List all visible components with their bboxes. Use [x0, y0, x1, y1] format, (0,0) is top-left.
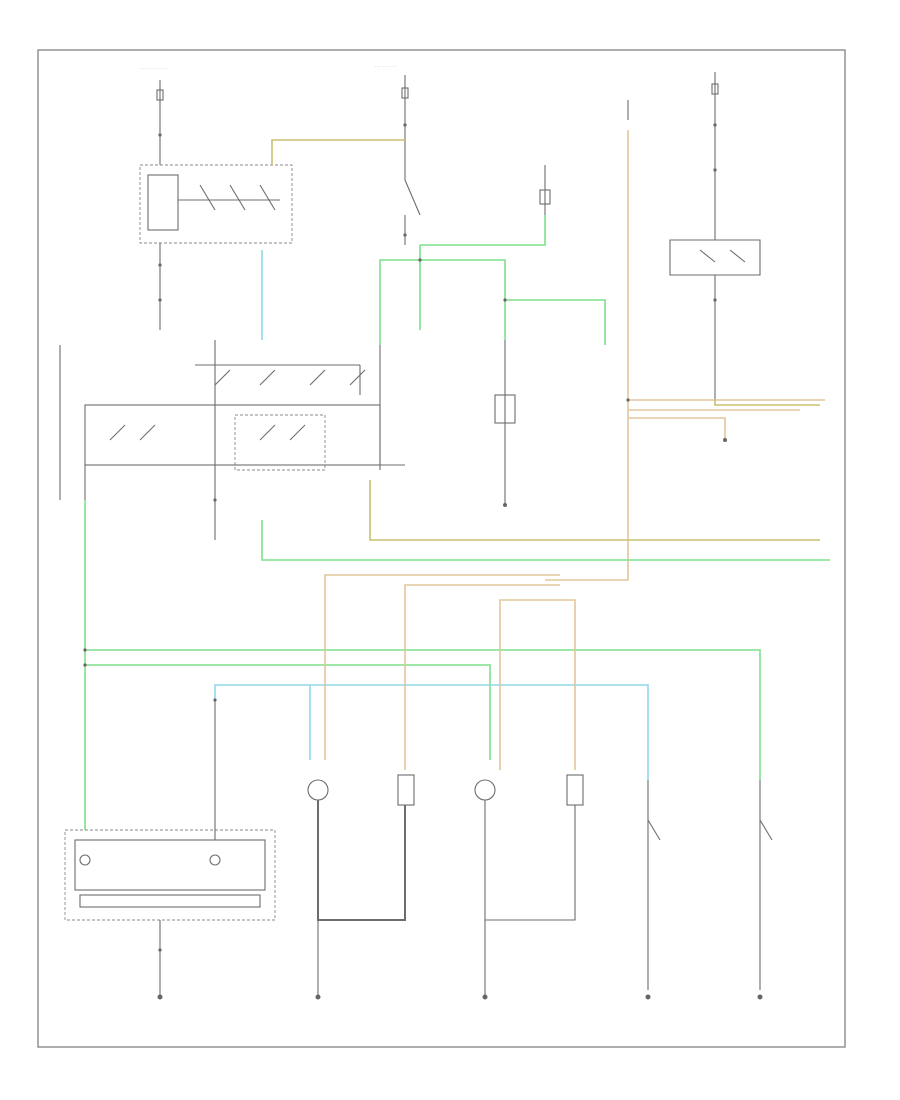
- fuse-feed-center: · · · · · · · · ·: [375, 64, 409, 180]
- wire-green-horizontal-lower: [85, 664, 491, 760]
- brake-switch: [403, 179, 421, 245]
- wire-green-horizontal-upper: [85, 649, 761, 780]
- wire-green-bus: [379, 259, 506, 345]
- wire-tan-lamp-2: [404, 584, 560, 770]
- wire-tan-lamp-1: [324, 574, 560, 760]
- wire-tan-main: [545, 130, 629, 581]
- hazard-flasher-module: [139, 164, 293, 330]
- wire-green-upper: [420, 215, 546, 246]
- wire-cyan-long: [214, 684, 649, 780]
- ground-symbols: [157, 994, 763, 1000]
- instrument-cluster: [64, 700, 276, 995]
- multifunction-switch: [59, 340, 405, 540]
- wire-yellow-mid: [369, 480, 820, 541]
- wire-green-right: [505, 299, 606, 345]
- wire-yellow-right: [714, 400, 820, 406]
- wire-green-mid: [261, 520, 830, 561]
- diagram-frame: [37, 49, 846, 1048]
- lamp-row: [307, 774, 773, 990]
- svg-text:· · · · · · · · · · ·: · · · · · · · · · · ·: [140, 66, 167, 71]
- svg-text:· · · · · · · · ·: · · · · · · · · ·: [375, 64, 397, 69]
- ground-return-left: [317, 800, 406, 921]
- fuse-feed-right: [627, 72, 719, 240]
- wire-yellow-top: [271, 139, 405, 165]
- center-lamp: [494, 340, 516, 507]
- wire-tan-bus-right-3: [628, 417, 726, 440]
- right-switch-stack: [539, 165, 761, 400]
- ground-return-right: [484, 800, 576, 921]
- ground-point-right: [723, 438, 727, 442]
- splice-points: [83, 258, 630, 702]
- wire-tan-lamp-3: [499, 599, 576, 770]
- fuse-feed-left: · · · · · · · · · · ·: [140, 66, 167, 165]
